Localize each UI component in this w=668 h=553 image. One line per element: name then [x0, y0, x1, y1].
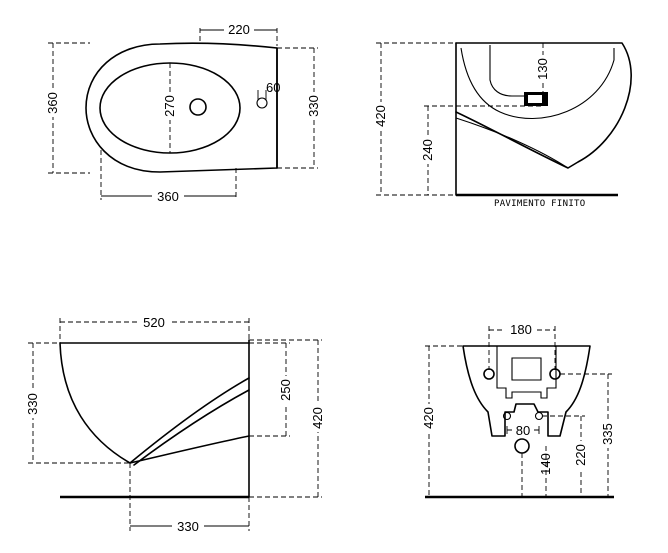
dim-rear-drain: 140	[538, 453, 553, 475]
rear-fix-hole-right	[549, 368, 561, 380]
dim-rear-right: 335	[600, 423, 615, 445]
rear-inner-channel	[496, 346, 557, 399]
dim-rear-spacing: 180	[510, 322, 532, 337]
dim-top-width: 360	[45, 92, 60, 114]
rear-body	[462, 345, 591, 437]
dim-top-hole: 60	[266, 80, 280, 95]
side-trap	[489, 45, 529, 104]
dim-profile-base: 330	[177, 519, 199, 534]
dim-rear-height: 420	[421, 407, 436, 429]
top-view: 360 220 270 60 330 360	[45, 21, 321, 204]
dim-top-rear: 220	[228, 22, 250, 37]
side-view: 420 240 130 PAVIMENTO FINITO	[372, 42, 632, 209]
dim-side-height: 420	[373, 105, 388, 127]
rear-view: 180 420 80 140 220 335	[420, 321, 615, 499]
profile-cut-edge	[129, 377, 250, 464]
side-inner-curve	[460, 47, 615, 120]
dim-side-waste: 130	[535, 58, 550, 80]
rear-supply-right	[534, 411, 544, 421]
floor-label: PAVIMENTO FINITO	[494, 199, 586, 209]
rear-supply-left	[502, 411, 512, 421]
dim-profile-mid: 250	[278, 379, 293, 401]
profile-view: 520 330 250 420 330	[24, 314, 325, 534]
side-underside	[455, 117, 569, 169]
top-bowl-outline	[85, 42, 278, 173]
dim-top-inner: 270	[162, 95, 177, 117]
dim-side-inlet: 240	[420, 139, 435, 161]
top-tap-hole	[256, 97, 268, 109]
rear-center-slot	[511, 357, 542, 381]
dim-rear-water: 80	[516, 423, 530, 438]
dim-top-depth: 330	[306, 95, 321, 117]
dim-profile-height: 330	[25, 393, 40, 415]
profile-cut-edge-inner	[133, 389, 250, 466]
dim-top-length: 360	[157, 189, 179, 204]
dim-profile-length: 520	[143, 315, 165, 330]
rear-fix-hole-left	[483, 368, 495, 380]
dim-profile-total: 420	[310, 407, 325, 429]
profile-base-line	[129, 435, 250, 464]
rear-drain	[514, 438, 530, 454]
side-body-outline	[455, 42, 632, 169]
dim-rear-supply: 220	[573, 444, 588, 466]
profile-bowl	[59, 342, 250, 464]
top-drain-hole	[189, 98, 207, 116]
